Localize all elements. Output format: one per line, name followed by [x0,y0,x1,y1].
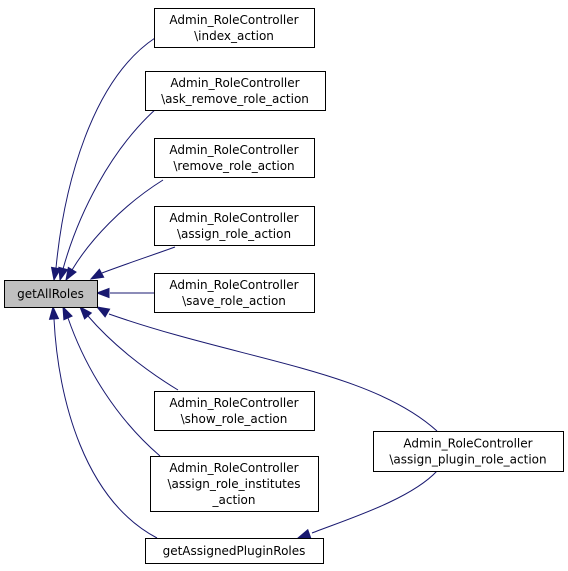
edge-save-focus [95,287,154,299]
arrowhead-icon [95,287,110,299]
node-box [154,273,315,313]
node-save[interactable]: Admin_RoleController \save_role_action [154,273,315,313]
arrowhead-icon [58,266,69,282]
node-label-line: Admin_RoleController [169,13,298,27]
edge-line [87,315,179,391]
arrowhead-icon [89,268,105,280]
node-box [145,71,326,111]
node-label-line: \assign_plugin_role_action [389,453,546,467]
node-label-line: Admin_RoleController [169,278,298,292]
node-show[interactable]: Admin_RoleController \show_role_action [154,391,315,431]
edge-line [62,107,158,270]
node-box [4,280,98,308]
edge-line [71,179,164,271]
arrowhead-icon [50,266,62,282]
node-plugin[interactable]: Admin_RoleController \assign_plugin_role_… [373,431,564,472]
arrowhead-icon [62,305,73,321]
node-label-line: \index_action [194,29,274,43]
node-label-line: \show_role_action [181,412,288,426]
node-label-line: Admin_RoleController [170,76,299,90]
node-label-line: _action [212,493,256,507]
edge-line [67,317,161,457]
node-label-line: \remove_role_action [173,159,294,173]
arrowhead-icon [95,306,111,318]
edge-line [311,470,438,534]
node-label-line: Admin_RoleController [169,143,298,157]
edge-show-focus [79,305,179,391]
edge-inst-focus [62,305,161,457]
arrowhead-icon [296,528,312,539]
node-box [154,8,315,48]
node-box [154,138,315,178]
node-assigned[interactable]: getAssignedPluginRoles [145,538,324,564]
edge-line [53,318,158,539]
node-label-line: \save_role_action [182,294,286,308]
edge-plugin-focus [95,306,438,432]
node-label-line: \ask_remove_role_action [161,92,309,106]
arrowhead-icon [48,305,60,320]
node-label-line: Admin_RoleController [169,211,298,225]
edge-remove-focus [65,179,164,282]
node-assign[interactable]: Admin_RoleController \assign_role_action [154,206,315,246]
arrowhead-icon [79,305,93,320]
node-label-line: \assign_role_action [177,227,291,241]
edges-layer [48,37,438,539]
edge-plugin-assigned [296,470,438,539]
edge-line [55,37,156,269]
edge-askrm-focus [58,107,158,282]
node-box [145,538,324,564]
node-label-line: getAllRoles [17,287,84,301]
node-label-line: getAssignedPluginRoles [163,544,306,558]
node-label-line: \assign_role_institutes [167,477,300,491]
node-focus-getallroles[interactable]: getAllRoles [4,280,98,308]
edge-line [108,313,438,432]
arrowhead-icon [65,266,77,282]
node-label-line: Admin_RoleController [169,396,298,410]
edge-assign-focus [89,246,176,280]
node-index[interactable]: Admin_RoleController \index_action [154,8,315,48]
node-label-line: Admin_RoleController [403,437,532,451]
node-label-line: Admin_RoleController [169,461,298,475]
edge-index-focus [50,37,156,282]
node-box [154,391,315,431]
node-box [150,456,319,512]
edge-assigned-focus [48,305,158,539]
node-remove[interactable]: Admin_RoleController \remove_role_action [154,138,315,178]
node-box [154,206,315,246]
nodes-layer: getAllRolesAdmin_RoleController\index_ac… [4,8,564,564]
edge-line [101,246,176,274]
node-askrm[interactable]: Admin_RoleController \ask_remove_role_act… [145,71,326,111]
node-box [373,431,564,472]
node-inst[interactable]: Admin_RoleController \assign_role_institu… [150,456,319,512]
